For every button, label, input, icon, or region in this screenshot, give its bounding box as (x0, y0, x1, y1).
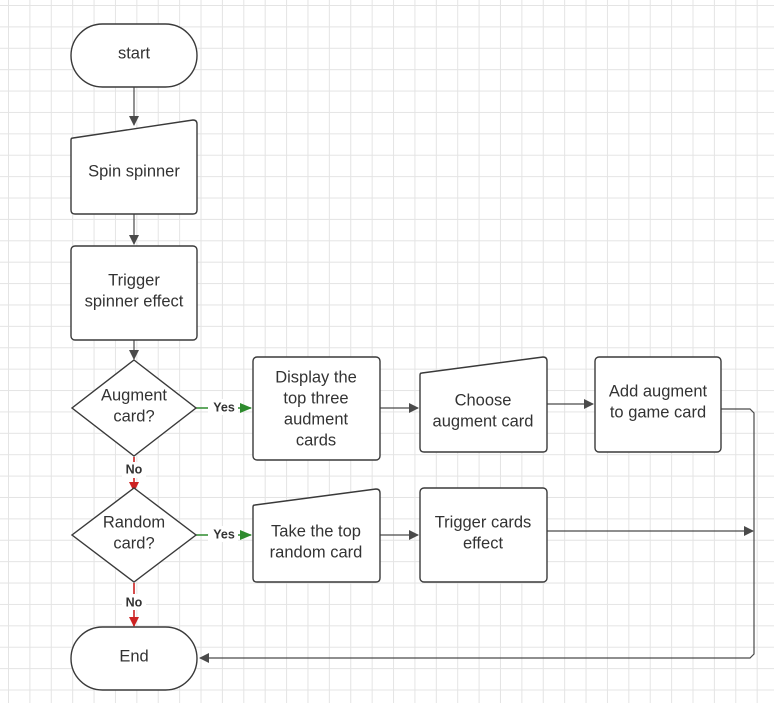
augment-no-label: No (126, 462, 143, 476)
display-top-three-label-line: top three (283, 389, 348, 407)
augment-yes-label: Yes (213, 400, 235, 414)
choose-augment-card-label-line: augment card (433, 412, 534, 430)
add-augment-node[interactable] (594, 356, 722, 453)
add-augment-label-line: to game card (610, 403, 706, 421)
edge-add-to-end (199, 408, 755, 663)
choose-augment-card-label-line: Choose (455, 391, 512, 409)
label-bg (208, 526, 238, 542)
random-card-decision-label-line: card? (113, 534, 154, 552)
display-top-three-label-line: cards (296, 431, 336, 449)
label-bg (122, 462, 146, 478)
augment-card-decision[interactable] (70, 359, 198, 457)
take-top-random-card-label-line: random card (270, 543, 363, 561)
display-top-three-label-line: audment (284, 410, 349, 428)
choose-augment-card-node[interactable] (419, 356, 548, 453)
add-augment-label-line: Add augment (609, 382, 708, 400)
display-top-three-node[interactable] (252, 356, 381, 461)
augment-card-decision-label-line: Augment (101, 386, 167, 404)
start-label: start (118, 44, 151, 62)
random-card-decision-label-line: Random (103, 513, 165, 531)
trigger-spinner-effect-label-line: Trigger (108, 271, 160, 289)
trigger-cards-effect-label-line: effect (463, 534, 503, 552)
spin-spinner-label: Spin spinner (88, 162, 180, 180)
random-card-decision[interactable] (70, 487, 198, 583)
end-terminal[interactable] (70, 626, 198, 691)
trigger-spinner-effect-node[interactable] (70, 245, 198, 341)
trigger-cards-effect-node[interactable] (419, 487, 548, 583)
take-top-random-card-label-line: Take the top (271, 522, 361, 540)
trigger-cards-effect-label-line: Trigger cards (435, 513, 532, 531)
augment-card-decision-label-line: card? (113, 407, 154, 425)
trigger-spinner-effect-label-line: spinner effect (85, 292, 184, 310)
label-bg (208, 399, 238, 415)
label-bg (122, 594, 146, 610)
spin-spinner-node[interactable] (70, 119, 198, 215)
random-no-label: No (126, 595, 143, 609)
display-top-three-label-line: Display the (275, 368, 357, 386)
take-top-random-card-node[interactable] (252, 488, 381, 583)
start-terminal[interactable] (70, 23, 198, 88)
random-yes-label: Yes (213, 527, 235, 541)
end-label: End (119, 647, 148, 665)
connectors (129, 87, 755, 663)
